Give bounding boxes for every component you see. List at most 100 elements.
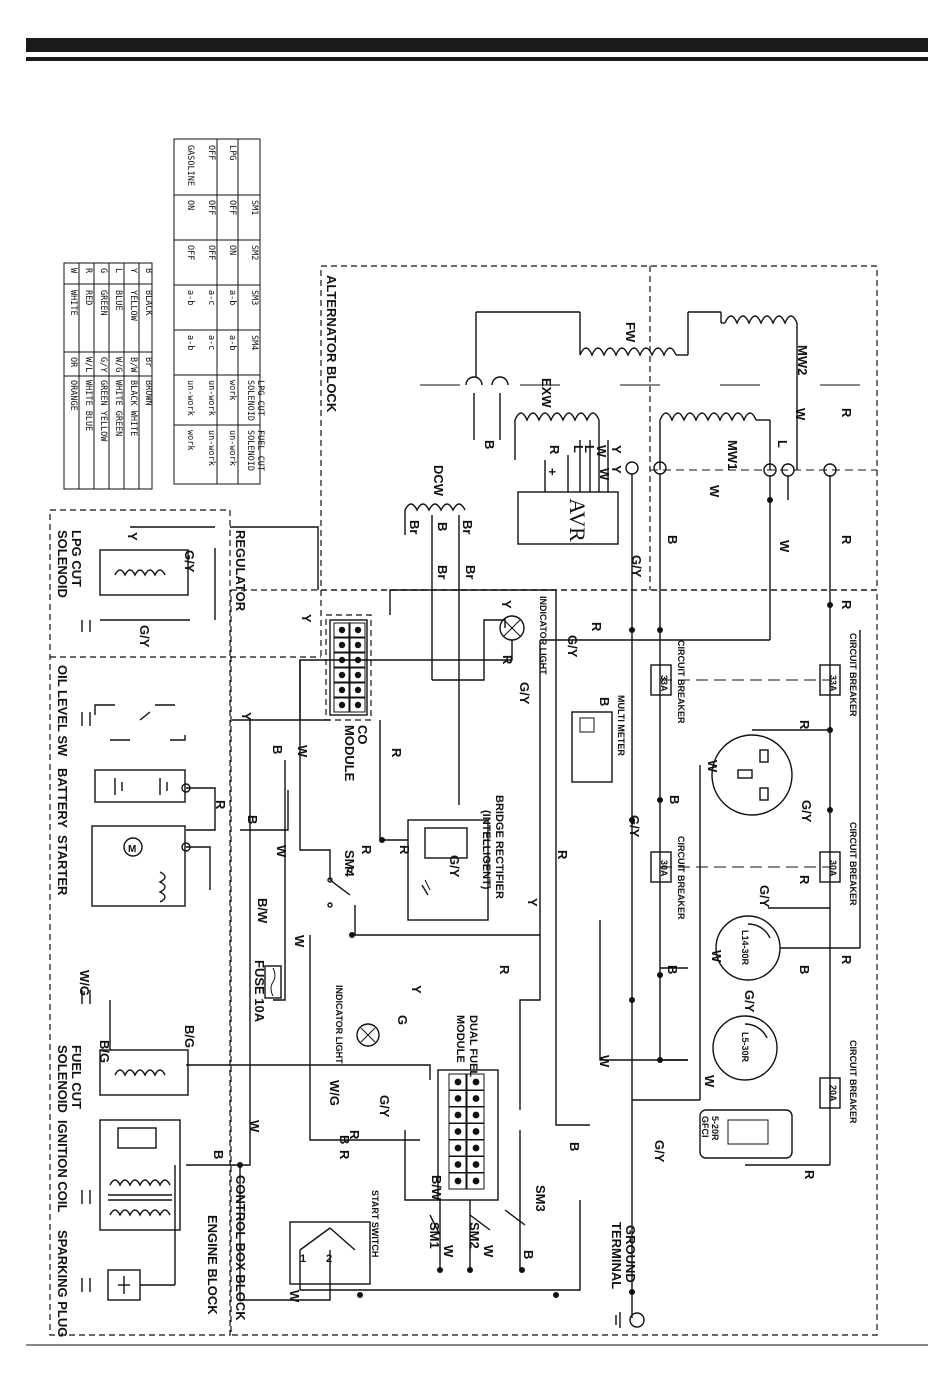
wire-color-label: G/Y [627, 815, 642, 838]
color-legend-cell: BLACK [143, 290, 153, 316]
wire-color-label: W [705, 760, 720, 773]
wire-color-label: Br [460, 520, 475, 534]
svg-text:DUAL FUEL: DUAL FUEL [467, 1015, 479, 1077]
wire-color-label: G/Y [447, 855, 462, 878]
wire-color-label: B/W [255, 898, 270, 924]
connector-pin [472, 1078, 480, 1086]
svg-text:BRIDGE RECTIFIER: BRIDGE RECTIFIER [493, 795, 505, 899]
svg-text:START SWITCH: START SWITCH [370, 1190, 380, 1257]
start-switch: 1 2 START SWITCH [289, 1190, 380, 1285]
svg-text:STARTER: STARTER [55, 835, 70, 896]
state-table-cell: OFF [185, 245, 195, 260]
wire-color-label: R [497, 965, 512, 975]
color-legend-cell: G [98, 268, 108, 273]
component-labels: FW EXW MW1 MW2 DCW CO MODULE SM4 SM3 SM2… [342, 322, 810, 1289]
state-table-cell: un-work [206, 380, 216, 416]
svg-text:CIRCUIT BREAKER: CIRCUIT BREAKER [848, 1040, 858, 1124]
wire-color-label: W [707, 485, 722, 498]
mw1-winding [659, 412, 771, 470]
dual-fuel-module: DUAL FUEL MODULE [437, 1015, 499, 1201]
svg-text:ALTERNATOR BLOCK: ALTERNATOR BLOCK [324, 275, 339, 413]
svg-text:GROUND: GROUND [623, 1225, 638, 1283]
wire-color-label: + [545, 468, 560, 476]
connector-pin [472, 1177, 480, 1185]
connector-pin [472, 1128, 480, 1135]
wire-color-label: G/Y [517, 682, 532, 705]
wire-color-label: B [597, 697, 612, 706]
svg-text:CIRCUIT BREAKER: CIRCUIT BREAKER [676, 836, 686, 920]
svg-text:33A: 33A [659, 675, 669, 692]
wire-color-label: R [500, 655, 515, 665]
state-table-cell: a-c [206, 335, 216, 350]
wire-color-label: B [211, 1150, 226, 1159]
connector-pin [472, 1161, 480, 1168]
svg-text:INDICATOR LIGHT: INDICATOR LIGHT [334, 985, 344, 1064]
svg-text:CONTROL BOX BLOCK: CONTROL BOX BLOCK [233, 1175, 248, 1321]
connector-cell [333, 697, 350, 713]
connector-pin [354, 641, 362, 649]
fuse-10a: FUSE 10A [252, 960, 282, 1023]
state-table-cell: GASOLINE [185, 145, 195, 186]
svg-text:33A: 33A [828, 675, 838, 692]
svg-text:FUSE 10A: FUSE 10A [252, 960, 267, 1023]
wire-color-label: G/Y [652, 1140, 667, 1163]
svg-text:SOLENOID: SOLENOID [55, 1045, 70, 1113]
header-rule [26, 57, 928, 61]
color-legend-cell: BLUE [113, 290, 123, 310]
svg-text:20A: 20A [828, 1085, 838, 1102]
avr-label: AVR [565, 498, 590, 542]
wire-color-label: G/Y [757, 885, 772, 908]
wire-color-label: B [665, 965, 680, 974]
state-table-cell: a-b [185, 335, 195, 350]
wire-color-label: R [397, 845, 412, 855]
state-table-cell: work [227, 380, 237, 400]
wire-color-label: R [797, 875, 812, 885]
svg-text:CIRCUIT BREAKER: CIRCUIT BREAKER [848, 822, 858, 906]
color-legend-cell: ORANGE [68, 380, 78, 411]
svg-text:REGULATOR: REGULATOR [233, 530, 248, 612]
wire-color-label: B [270, 745, 285, 754]
bridge-rectifier: BRIDGE RECTIFIER (INTELLIGENT) [407, 795, 505, 921]
color-legend-cell: W/L [83, 357, 93, 372]
svg-text:CIRCUIT BREAKER: CIRCUIT BREAKER [848, 633, 858, 717]
svg-text:CO: CO [355, 725, 370, 745]
state-table-cell: a-b [185, 290, 195, 305]
color-legend-cell: BROWN [143, 380, 153, 406]
state-table-cell: work [185, 430, 195, 450]
header-bar [26, 38, 928, 52]
connector-pin [354, 671, 362, 679]
wire-color-label: G/Y [137, 625, 152, 648]
connector-cell [466, 1172, 485, 1190]
svg-text:FW: FW [623, 322, 638, 343]
state-table-header: SM2 [249, 245, 259, 260]
connector-pin [472, 1111, 480, 1119]
wire-color-label: B [797, 965, 812, 974]
state-table-header: FUEL CUT [255, 430, 265, 471]
state-table-cell: OFF [206, 145, 216, 160]
junction-dots [237, 497, 833, 1298]
svg-text:MW1: MW1 [725, 440, 740, 470]
color-legend-cell: B [143, 268, 153, 273]
engine-part-labels: LPG CUT SOLENOID OIL LEVEL SW BATTERY ST… [55, 530, 84, 1337]
wire-color-label: R [839, 600, 854, 610]
state-table-cell: ON [227, 245, 237, 255]
color-legend-cell: G/Y [98, 357, 108, 372]
circuit-breaker-30a-right: 30A [819, 851, 841, 883]
svg-text:LPG CUT: LPG CUT [69, 530, 84, 587]
color-legend-cell: W [68, 268, 78, 274]
connector-cell [333, 682, 350, 698]
wire-color-label: W [441, 1245, 456, 1258]
connector-cell [333, 667, 350, 683]
svg-text:INDICATOR LIGHT: INDICATOR LIGHT [538, 596, 548, 675]
state-table-cell: a-c [206, 290, 216, 305]
color-legend-cell: R [83, 268, 93, 274]
wire-color-label: B/G [182, 1025, 197, 1048]
wire-color-label: B [667, 795, 682, 804]
state-table-header: SM3 [249, 290, 259, 305]
wire-color-label: W [793, 408, 808, 421]
state-table-cell: un-work [185, 380, 195, 416]
state-table-cell: OFF [206, 200, 216, 215]
connector-cell [349, 622, 366, 638]
connector-cell [349, 667, 366, 683]
